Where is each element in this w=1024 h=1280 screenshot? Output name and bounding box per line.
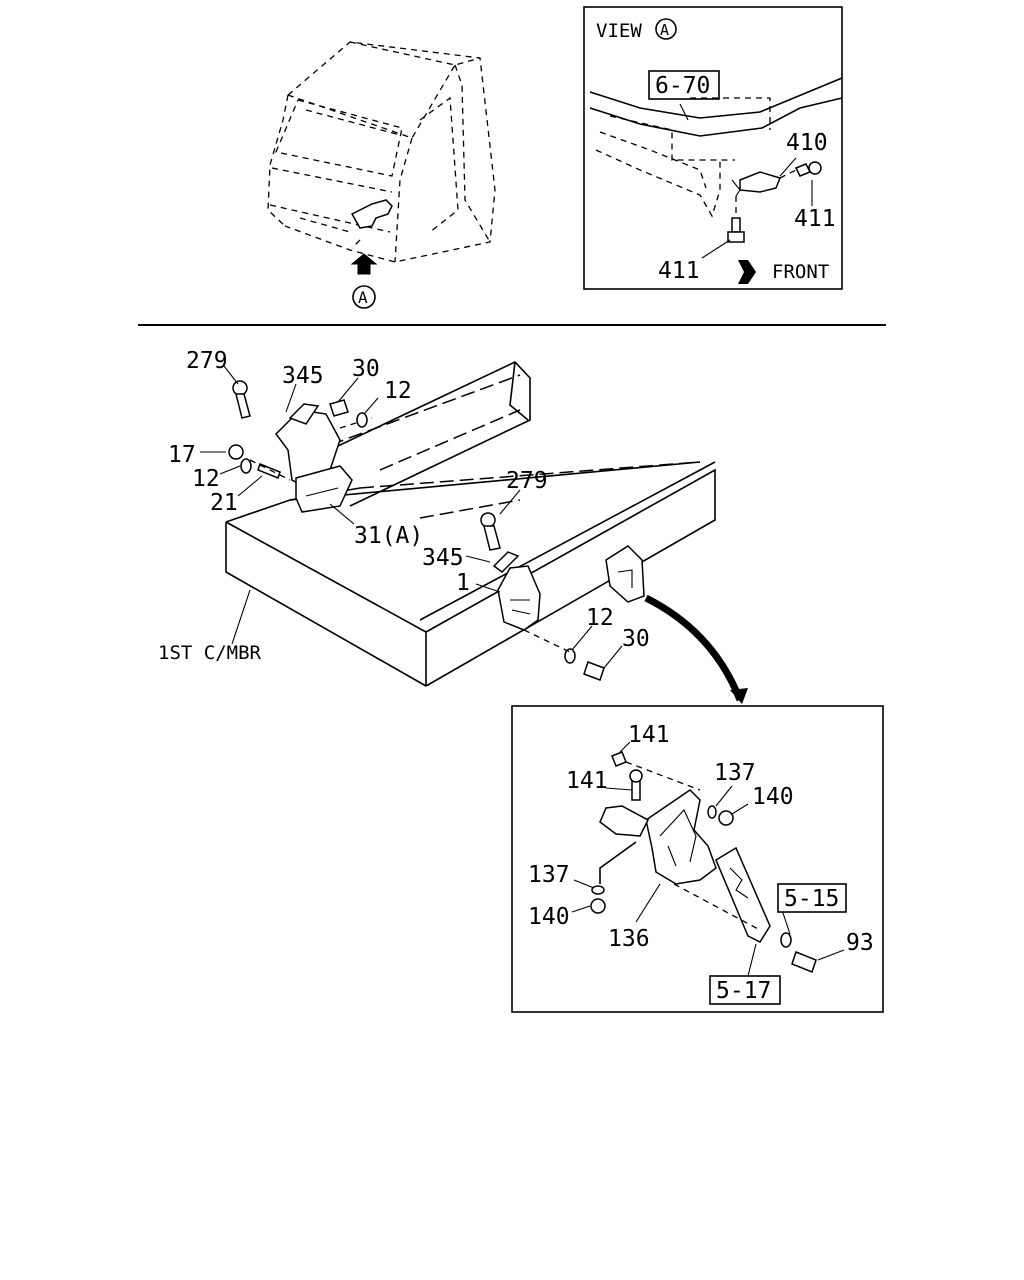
detail-label-137-top: 137 bbox=[714, 760, 756, 786]
ref-box-6-70: 6-70 bbox=[655, 73, 710, 99]
label-12-left-top: 12 bbox=[384, 378, 412, 404]
label-31a: 31(A) bbox=[354, 523, 423, 549]
detail-label-140-top: 140 bbox=[752, 784, 794, 810]
label-279-left: 279 bbox=[186, 348, 228, 374]
view-a-title-marker: A bbox=[660, 21, 669, 39]
detail-label-136: 136 bbox=[608, 926, 650, 952]
view-a-label-411-right: 411 bbox=[794, 206, 836, 232]
view-a-title: VIEW bbox=[596, 20, 642, 42]
label-1: 1 bbox=[456, 570, 470, 596]
label-17: 17 bbox=[168, 442, 196, 468]
ref-box-5-17: 5-17 bbox=[716, 978, 771, 1004]
frame-assembly: 279 345 30 12 17 12 21 31(A) 279 345 1 1… bbox=[158, 348, 748, 704]
ref-box-5-15: 5-15 bbox=[784, 886, 839, 912]
label-30-left: 30 bbox=[352, 356, 380, 382]
label-345-right: 345 bbox=[422, 545, 464, 571]
detail-inset: 141 141 137 140 137 140 136 93 5-15 5-17 bbox=[511, 705, 884, 1013]
label-345-left: 345 bbox=[282, 363, 324, 389]
view-marker-a: A bbox=[358, 288, 368, 307]
label-30-right: 30 bbox=[622, 626, 650, 652]
label-12-right: 12 bbox=[586, 605, 614, 631]
view-a-label-410: 410 bbox=[786, 130, 828, 156]
view-a-label-411-bottom: 411 bbox=[658, 258, 700, 284]
label-1st-cross-member: 1ST C/MBR bbox=[158, 642, 262, 664]
label-12-left: 12 bbox=[192, 466, 220, 492]
detail-label-141: 141 bbox=[566, 768, 608, 794]
detail-label-137: 137 bbox=[528, 862, 570, 888]
label-279-right: 279 bbox=[506, 468, 548, 494]
detail-label-93: 93 bbox=[846, 930, 874, 956]
cab-overview: A bbox=[267, 41, 496, 309]
view-a-inset: VIEW A 6-70 410 411 411 FRONT bbox=[583, 6, 843, 290]
detail-label-141-top: 141 bbox=[628, 722, 670, 748]
front-label: FRONT bbox=[772, 261, 829, 283]
detail-label-140: 140 bbox=[528, 904, 570, 930]
label-21: 21 bbox=[210, 490, 238, 516]
